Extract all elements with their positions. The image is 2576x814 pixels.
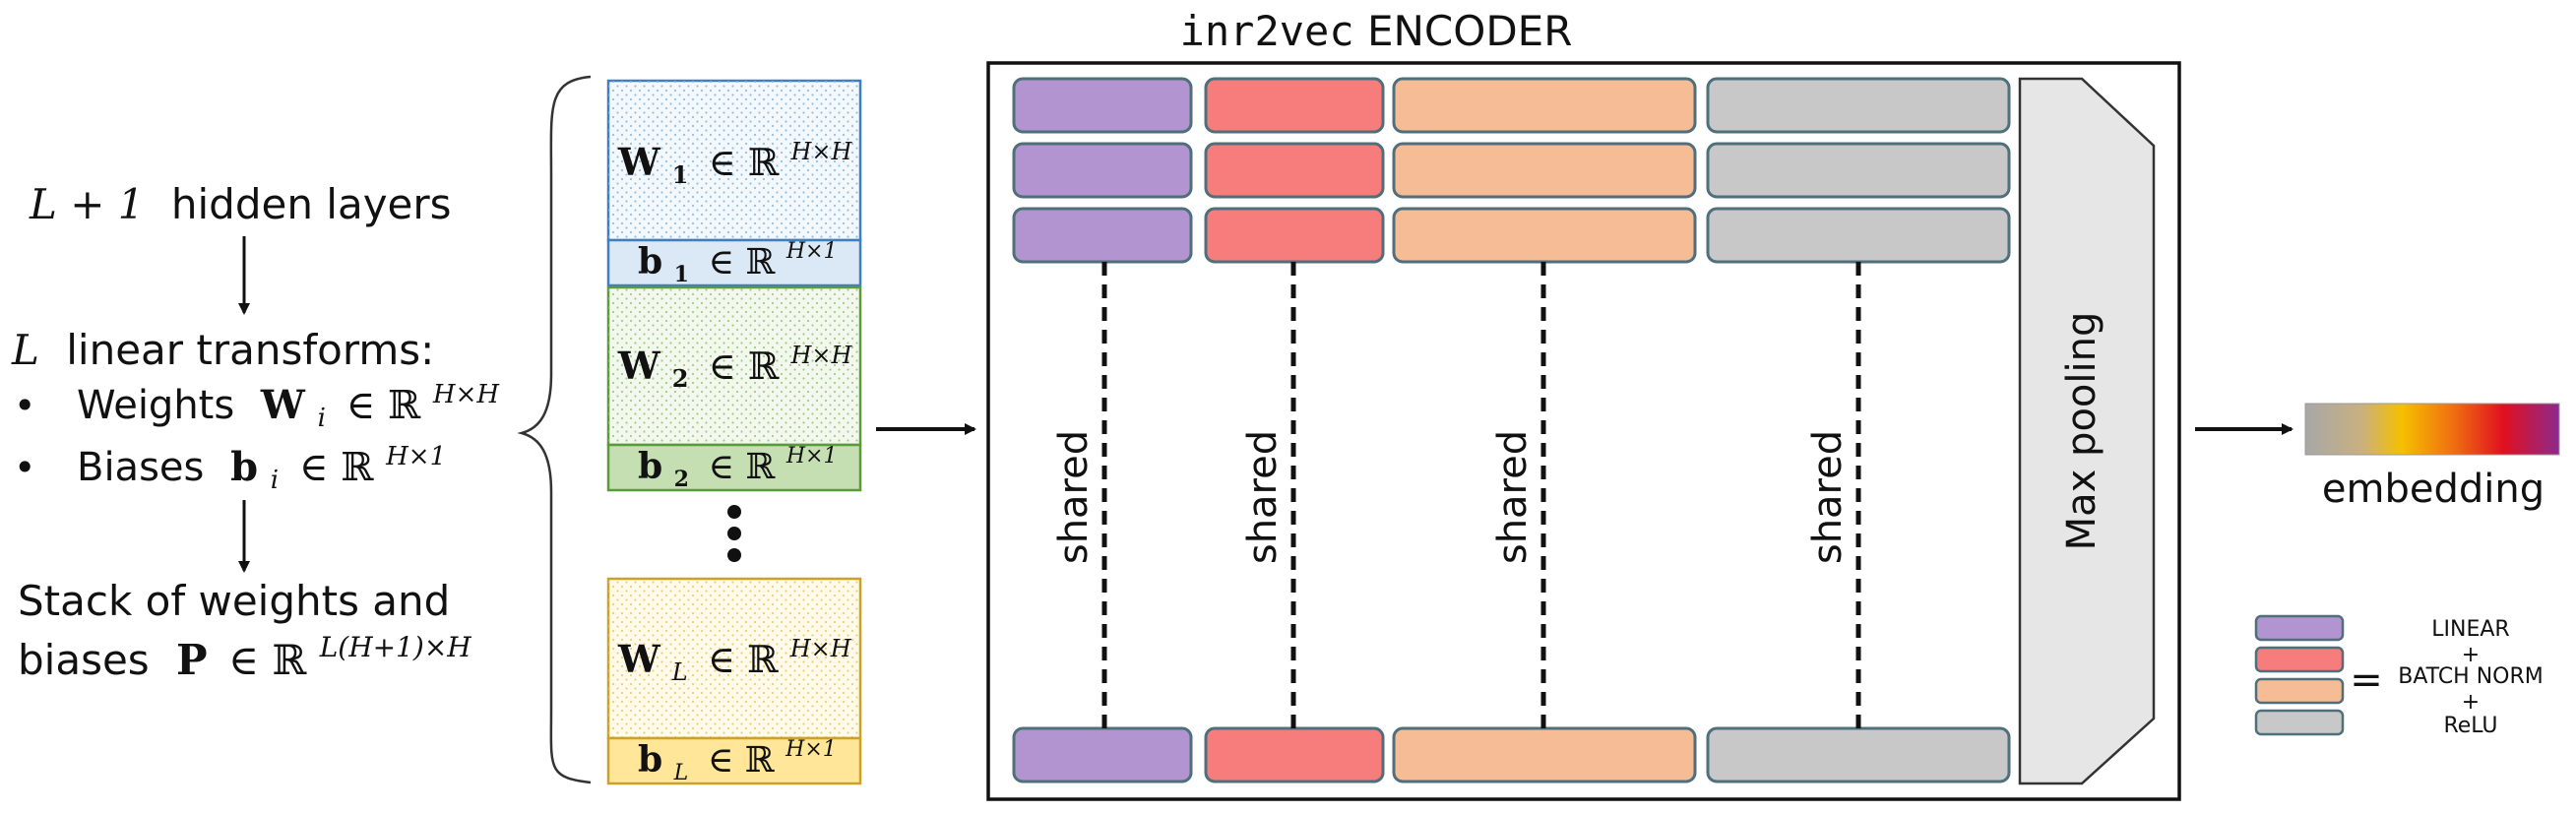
weight-matrix-L-dots [608, 579, 860, 738]
encoder-block-batchnorm-row-2 [1204, 142, 1385, 199]
shared-label-4: shared [1805, 430, 1851, 564]
weight-matrix-2-label: W 2 ∈ ℝ H×H [617, 342, 853, 396]
encoder-block-linear-row-4 [1012, 726, 1193, 783]
legend-swatch-purple [2254, 614, 2345, 642]
legend: = LINEAR + BATCH NORM + ReLU [2254, 614, 2544, 738]
weight-matrix-1-dots [608, 81, 860, 240]
shared-label-2: shared [1240, 430, 1286, 564]
hidden-layers-label: L + 1 hidden layers [29, 180, 452, 228]
weights-label: Weights W i ∈ ℝ H×H [77, 380, 500, 436]
max-pooling-label: Max pooling [2059, 312, 2105, 551]
encoder-block-batchnorm-row-3 [1204, 207, 1385, 264]
stack-line-2: biases P ∈ ℝ L(H+1)×H [18, 631, 471, 684]
encoder-title: inr2vec ENCODER [1180, 7, 1573, 55]
biases-label: Biases b i ∈ ℝ H×1 [77, 442, 446, 498]
encoder-block-batchnorm-row-4 [1204, 726, 1385, 783]
bias-vector-L-label: b L ∈ ℝ H×1 [638, 737, 837, 788]
legend-batch-norm: BATCH NORM [2398, 664, 2544, 689]
legend-swatch-red [2254, 646, 2345, 673]
embedding-vector [2304, 403, 2560, 456]
max-pooling-block [2018, 77, 2156, 785]
bias-vector-2-label: b 2 ∈ ℝ H×1 [638, 444, 837, 495]
encoder-blocks [1012, 77, 2011, 783]
bias-vector-1-label: b 1 ∈ ℝ H×1 [638, 239, 837, 290]
encoder-block-linear-row-3 [1012, 207, 1193, 264]
stack-line-1: Stack of weights and [18, 577, 450, 625]
encoder-block-gray-row-2 [1706, 142, 2011, 199]
shared-label-1: shared [1051, 430, 1097, 564]
shared-connections: shared shared shared shared [1051, 262, 1861, 728]
layer-block-2: W 2 ∈ ℝ H×H b 2 ∈ ℝ H×1 [606, 285, 862, 495]
legend-linear: LINEAR [2431, 617, 2509, 642]
bias-vector-L [606, 736, 862, 785]
legend-relu: ReLU [2443, 714, 2497, 738]
encoder-block-relu-row-4 [1392, 726, 1697, 783]
legend-equals: = [2350, 657, 2383, 703]
weight-matrix-1-label: W 1 ∈ ℝ H×H [617, 138, 853, 192]
encoder-block-relu-row-2 [1392, 142, 1697, 199]
encoder-block-batchnorm-row-1 [1204, 77, 1385, 134]
bias-vector-1 [606, 238, 862, 287]
weight-matrix-2-dots [608, 287, 860, 445]
layer-blocks: W 1 ∈ ℝ H×H b 1 ∈ ℝ H×1 W 2 ∈ ℝ H×H [606, 79, 862, 788]
layer-block-1: W 1 ∈ ℝ H×H b 1 ∈ ℝ H×1 [606, 79, 862, 290]
legend-swatch-orange [2254, 677, 2345, 705]
embedding-label: embedding [2322, 467, 2545, 512]
encoder-block-gray-row-1 [1706, 77, 2011, 134]
encoder-block-gray-row-3 [1706, 207, 2011, 264]
encoder-block-relu-row-3 [1392, 207, 1697, 264]
encoder-block-linear-row-1 [1012, 77, 1193, 134]
linear-transforms-label: L linear transforms: [11, 326, 434, 374]
bullet-weights: • [14, 384, 35, 427]
encoder-block-relu-row-1 [1392, 77, 1697, 134]
vertical-ellipsis [727, 505, 741, 562]
encoder-block-linear-row-2 [1012, 142, 1193, 199]
encoder-box [986, 61, 2181, 801]
bullet-biases: • [14, 446, 35, 489]
layer-block-L: W L ∈ ℝ H×H b L ∈ ℝ H×1 [606, 577, 862, 788]
left-text: L + 1 hidden layers L linear transforms:… [11, 180, 500, 684]
encoder-block-gray-row-4 [1706, 726, 2011, 783]
weight-matrix-L-label: W L ∈ ℝ H×H [617, 635, 852, 689]
legend-plus-2: + [2462, 690, 2480, 715]
curly-brace [517, 75, 592, 784]
bias-vector-2 [606, 443, 862, 492]
legend-plus-1: + [2462, 643, 2480, 667]
legend-swatch-gray [2254, 709, 2345, 736]
shared-label-3: shared [1490, 430, 1536, 564]
